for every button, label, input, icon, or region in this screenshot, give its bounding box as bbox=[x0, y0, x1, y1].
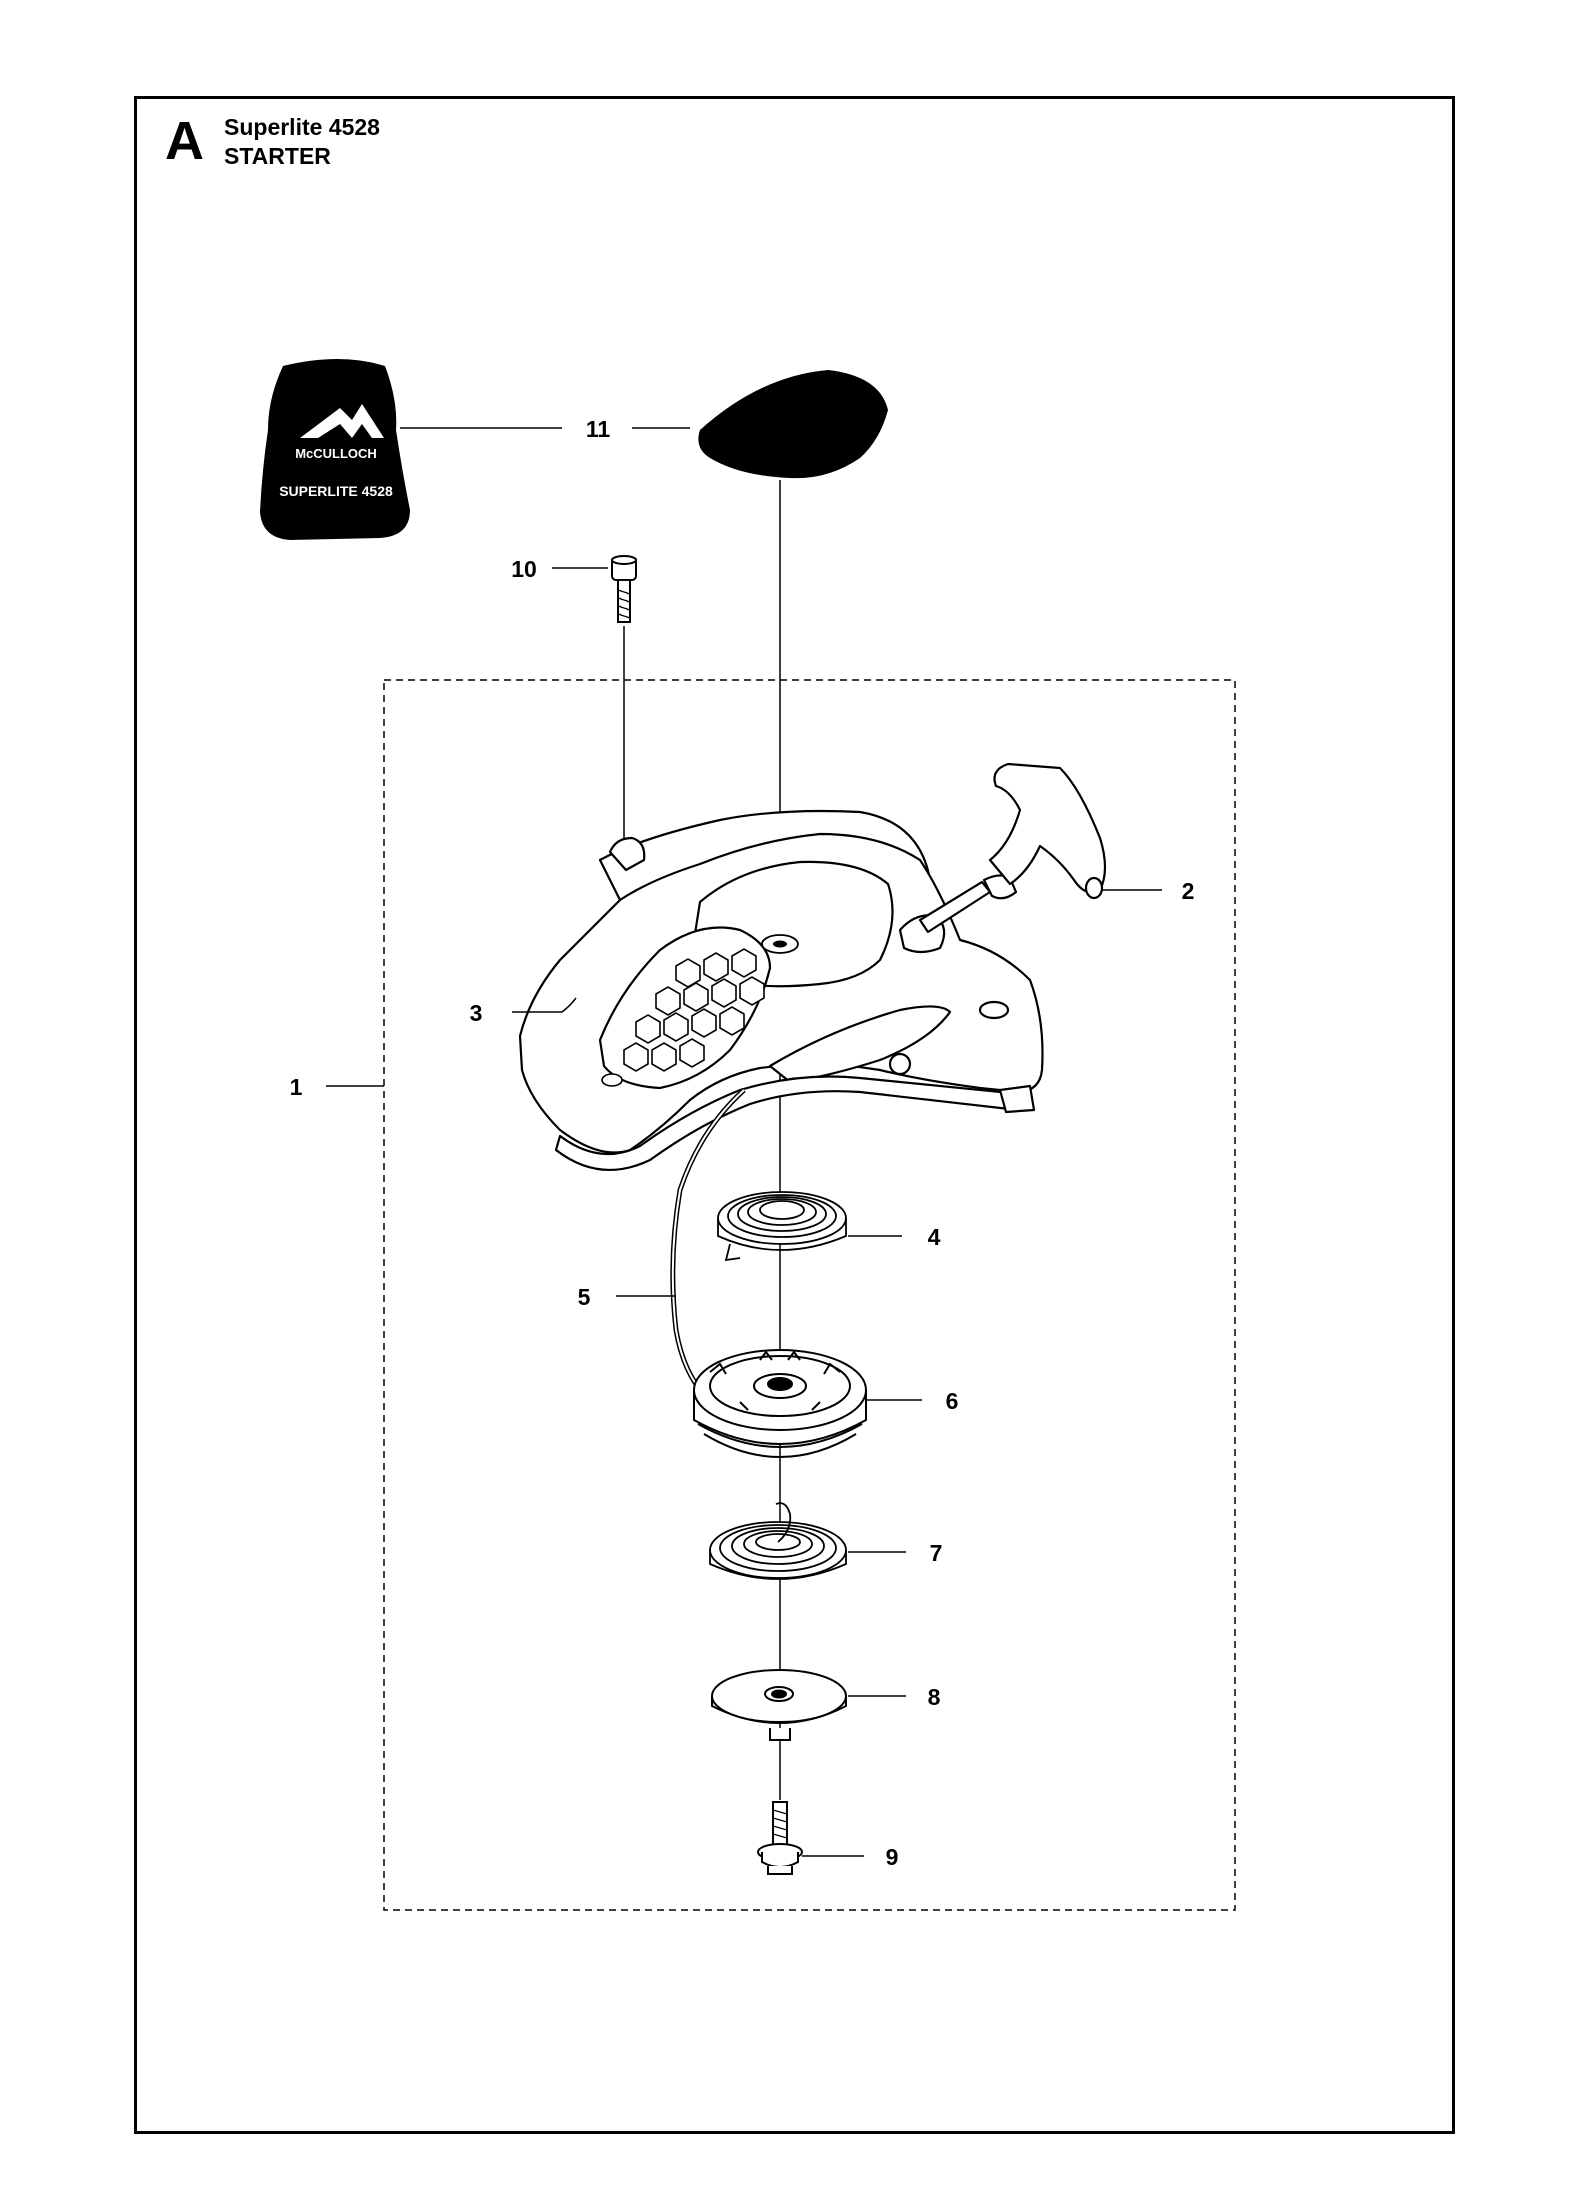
starter-handle-part-2 bbox=[918, 762, 1107, 934]
section-letter: A bbox=[165, 111, 204, 171]
callout-5: 5 bbox=[578, 1284, 591, 1310]
callout-10: 10 bbox=[511, 556, 537, 582]
decal-model-text: SUPERLITE 4528 bbox=[279, 483, 393, 499]
decal-side-view bbox=[698, 370, 888, 479]
callout-4: 4 bbox=[928, 1224, 941, 1250]
assembly-boundary bbox=[383, 679, 1236, 1911]
callout-7: 7 bbox=[930, 1540, 943, 1566]
washer-part-8 bbox=[711, 1669, 847, 1741]
vent-grille bbox=[623, 948, 765, 1072]
model-title: Superlite 4528 bbox=[224, 114, 380, 140]
spring-part-4 bbox=[717, 1191, 847, 1262]
callout-9: 9 bbox=[886, 1844, 899, 1870]
assembly-title: STARTER bbox=[224, 143, 331, 169]
decal-front-view: McCULLOCH SUPERLITE 4528 bbox=[260, 359, 410, 540]
spring-part-7 bbox=[709, 1502, 847, 1580]
callout-1: 1 bbox=[290, 1074, 303, 1100]
starter-housing-part-3 bbox=[518, 809, 1044, 1171]
screw-part-10 bbox=[611, 555, 637, 623]
pulley-part-6 bbox=[693, 1349, 867, 1458]
callout-11: 11 bbox=[586, 416, 611, 442]
callout-8: 8 bbox=[928, 1684, 941, 1710]
brand-logo-icon bbox=[300, 404, 384, 438]
callout-6: 6 bbox=[946, 1388, 959, 1414]
bolt-part-9 bbox=[757, 1801, 803, 1875]
callout-2: 2 bbox=[1182, 878, 1195, 904]
callout-3: 3 bbox=[470, 1000, 483, 1026]
decal-brand-text: McCULLOCH bbox=[295, 446, 377, 461]
page-frame bbox=[134, 96, 1455, 2134]
